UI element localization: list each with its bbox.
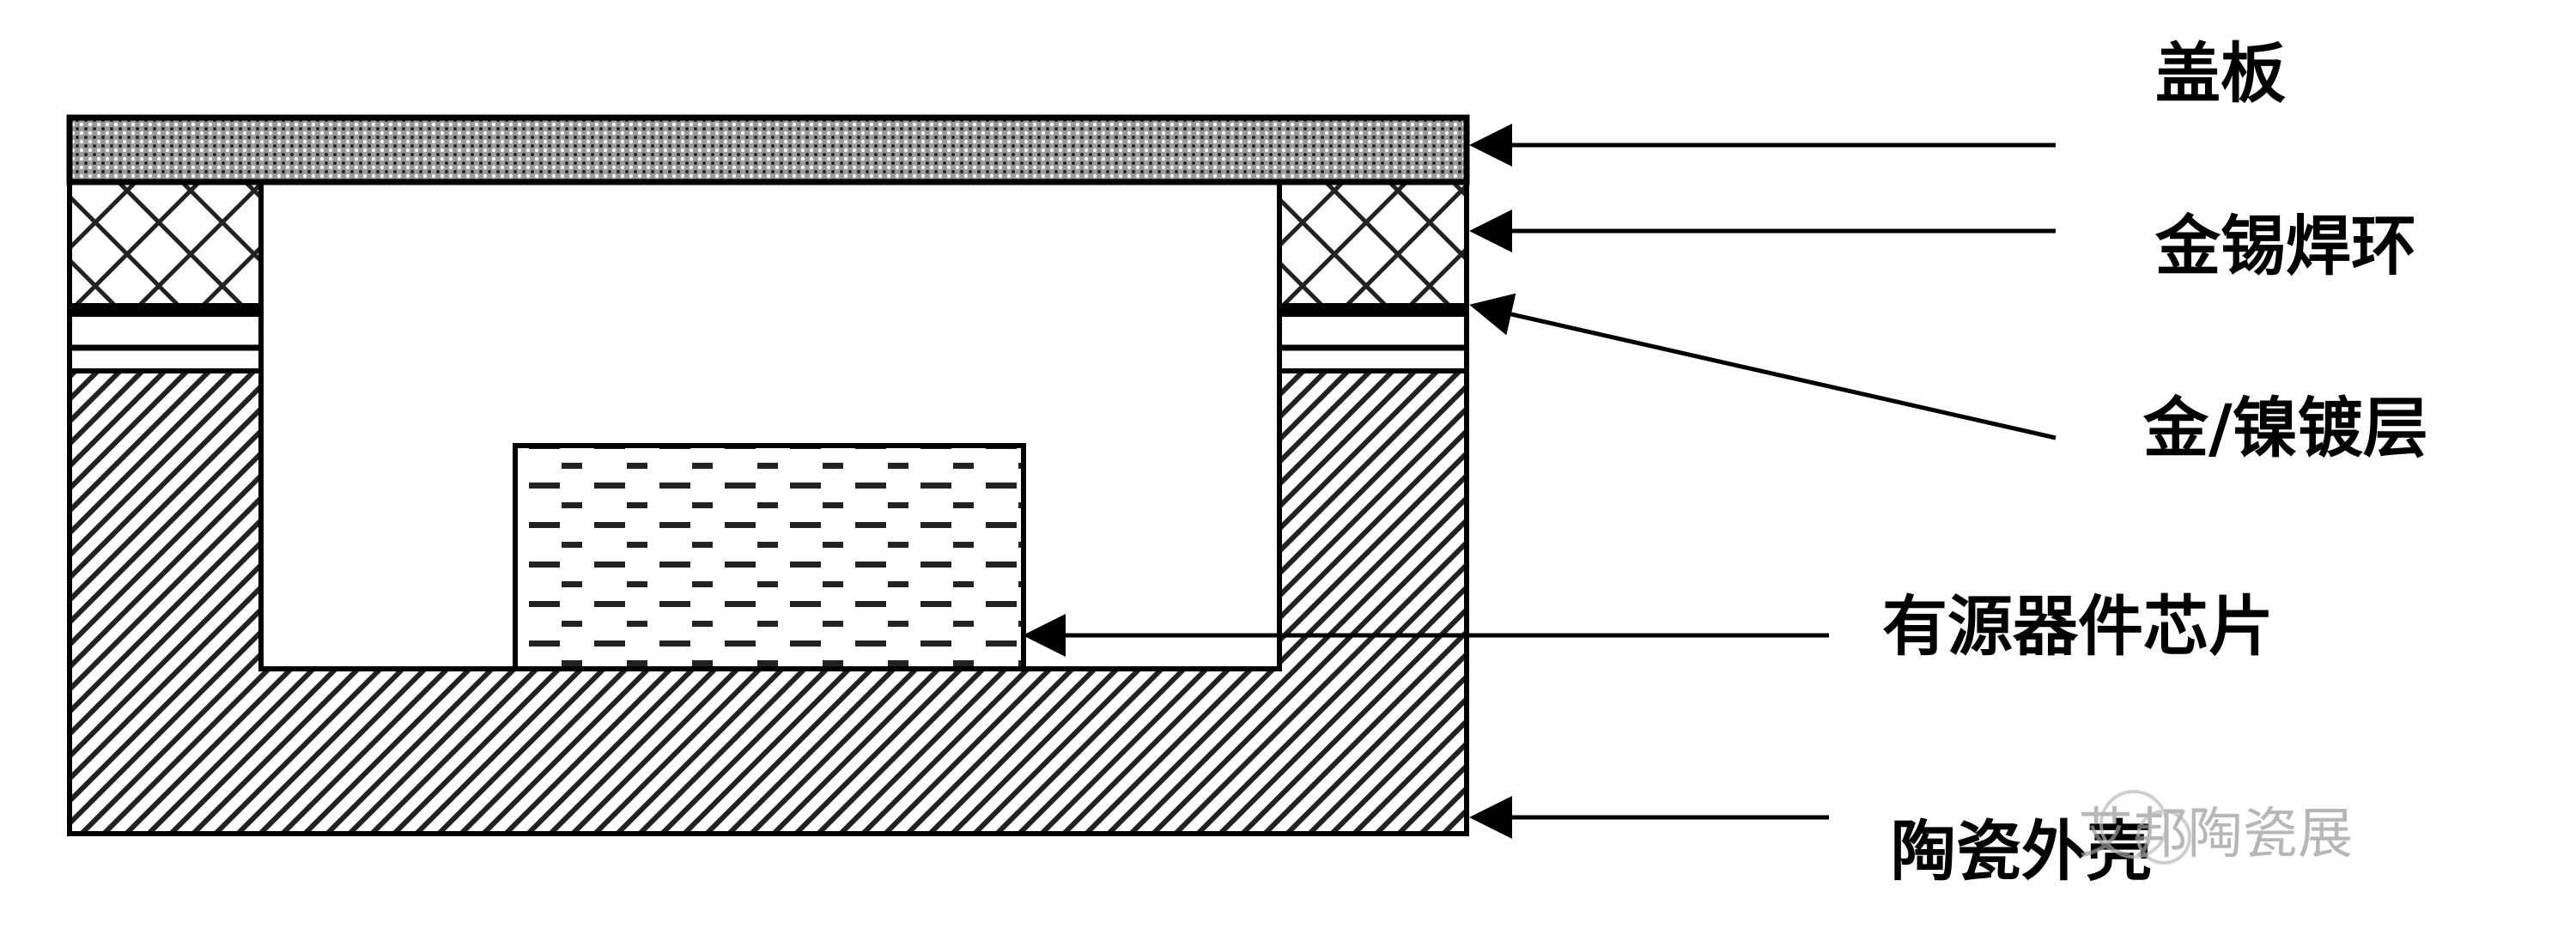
solder-ring-left xyxy=(67,179,264,308)
watermark-logo-icon xyxy=(2099,790,2168,859)
plating-layer-left xyxy=(67,303,264,373)
chip xyxy=(513,443,1026,671)
plating-layer-right xyxy=(1277,303,1469,373)
label-lid: 盖板 xyxy=(2155,35,2286,112)
label-plating: 金/镍镀层 xyxy=(2142,390,2428,466)
label-chip: 有源器件芯片 xyxy=(1882,588,2274,665)
label-solder-ring: 金锡焊环 xyxy=(2154,208,2416,284)
lid xyxy=(66,114,1470,185)
solder-ring-right xyxy=(1277,179,1469,308)
watermark-text: 艾邦陶瓷展 xyxy=(2078,803,2353,866)
label-shell: 陶瓷外壳 xyxy=(1891,813,2152,889)
watermark: 艾邦陶瓷展 xyxy=(2078,790,2353,866)
arrow-plating xyxy=(1469,293,2057,440)
